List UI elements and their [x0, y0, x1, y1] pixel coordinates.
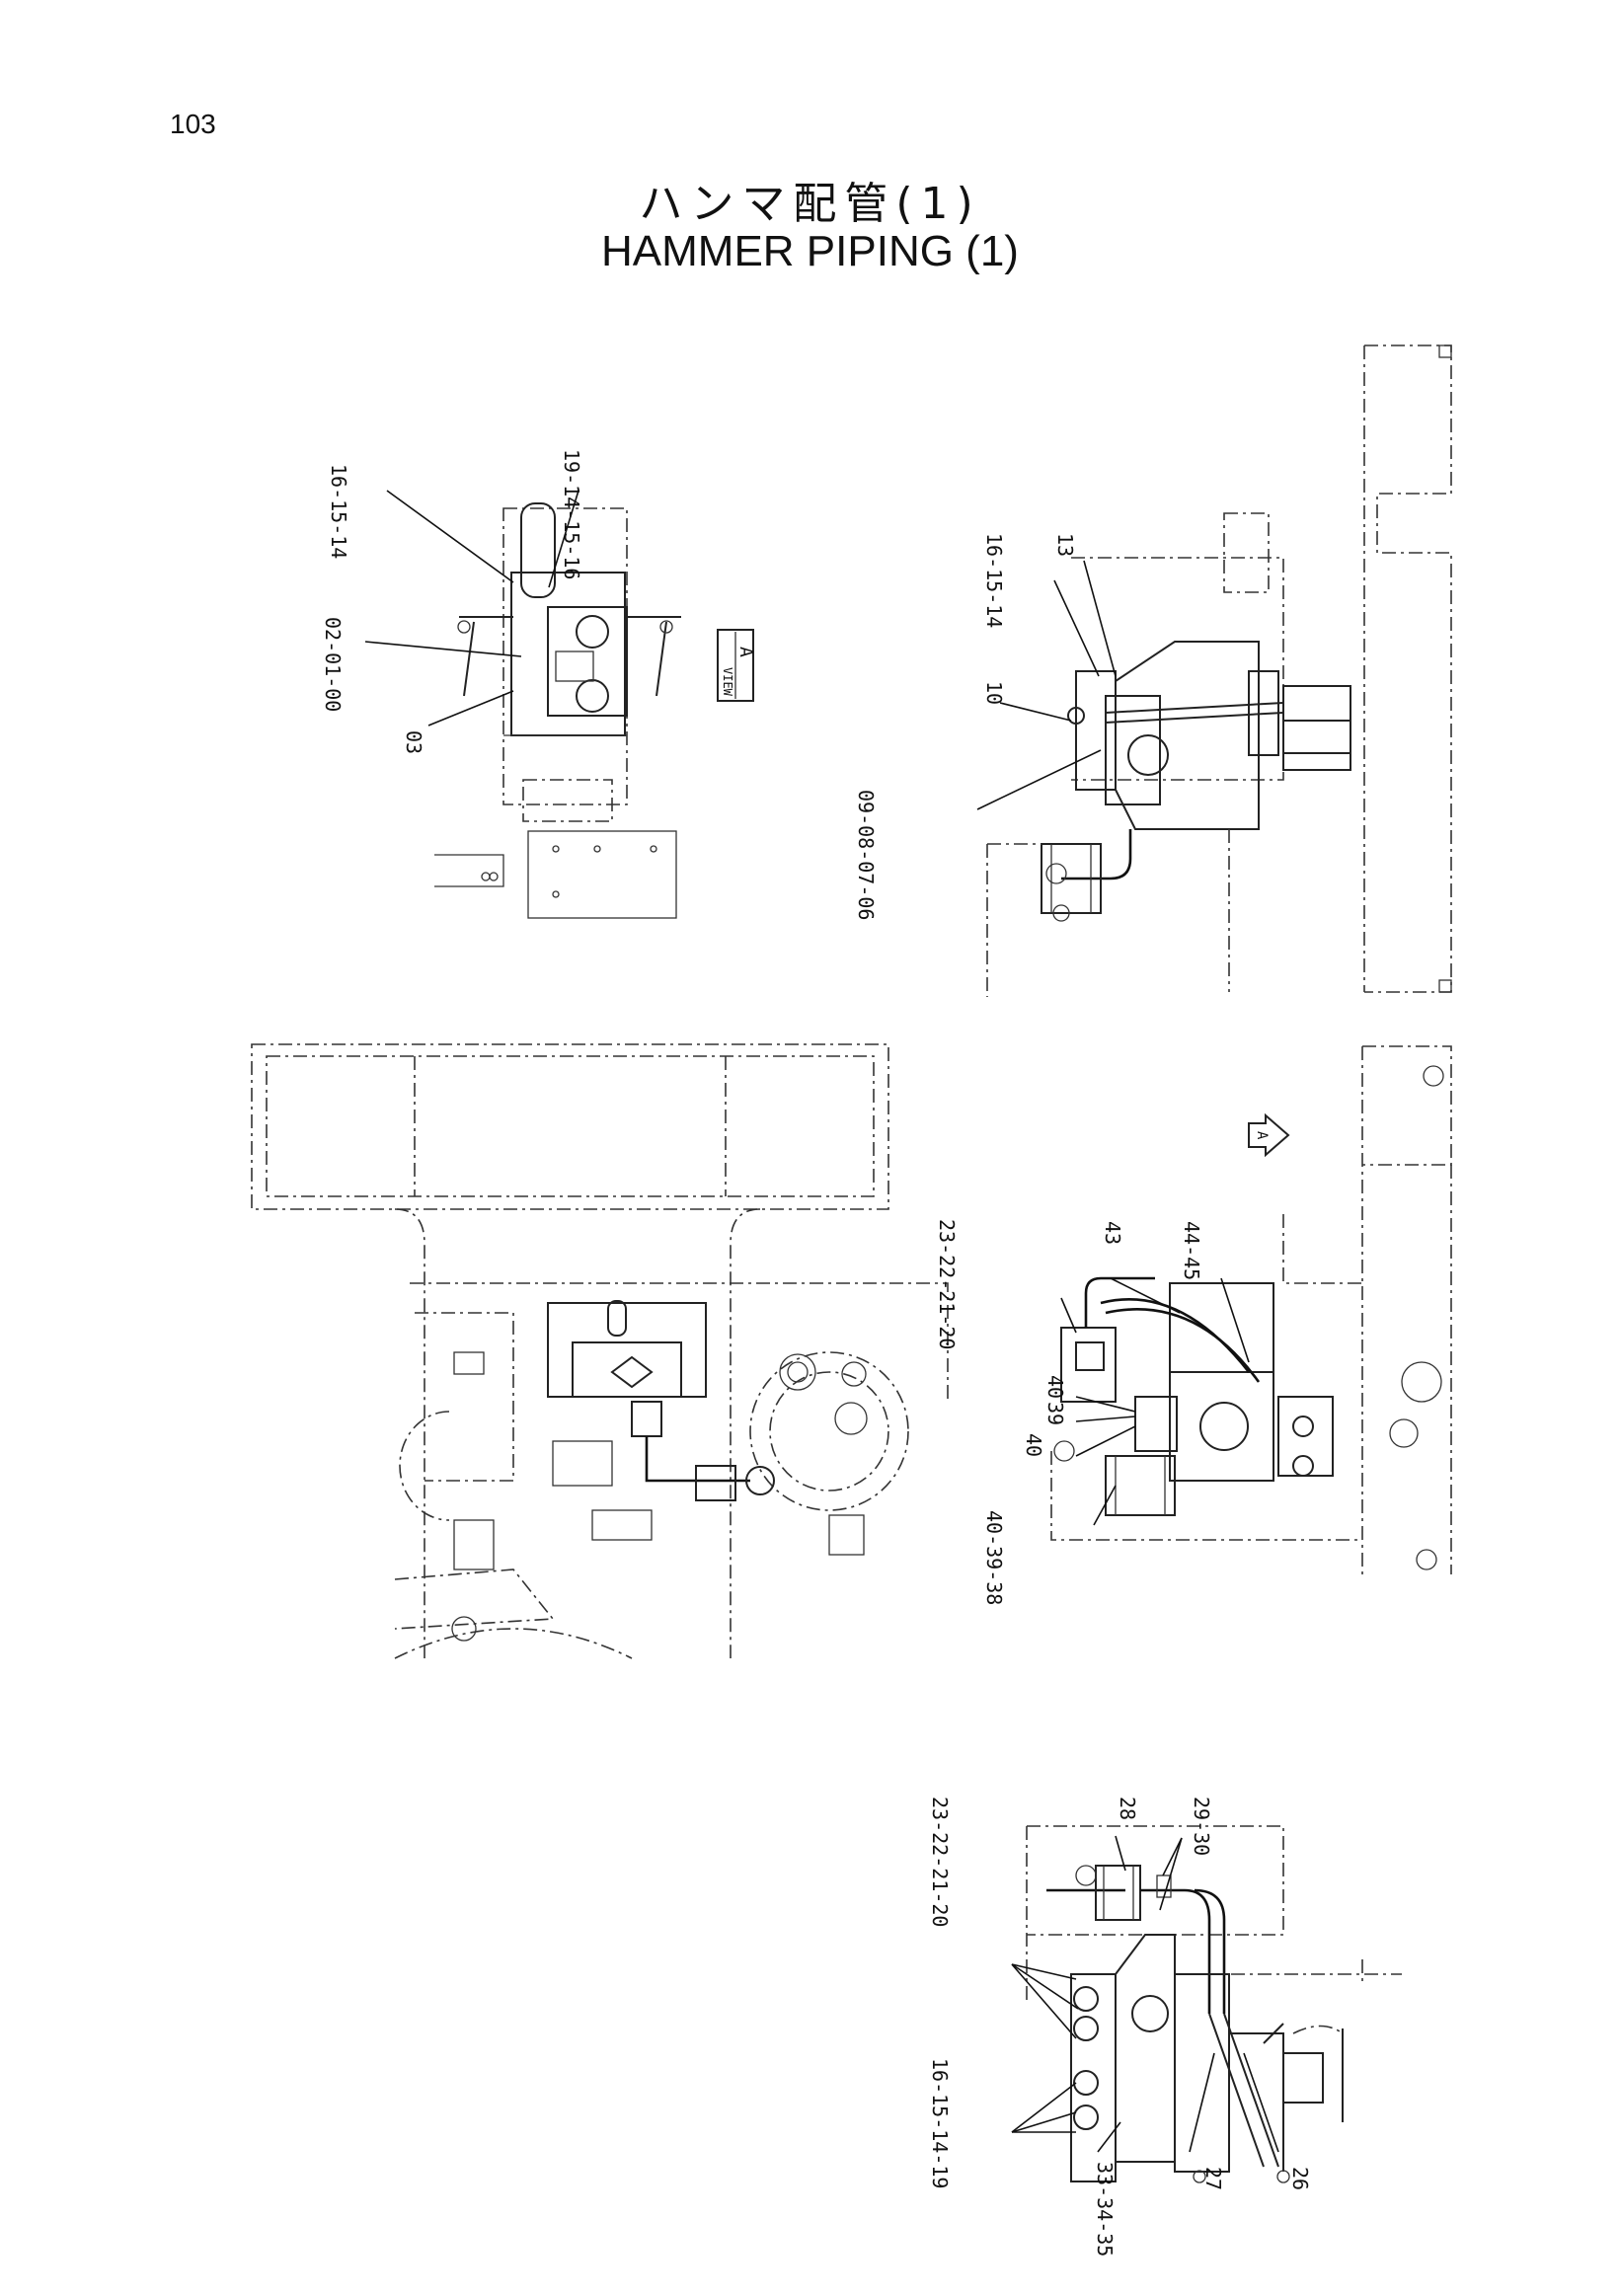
callout-label: 40-39-38 [982, 1510, 1006, 1605]
callout-label: 26 [1288, 2167, 1312, 2190]
callout-label: 16-15-14-19 [928, 2058, 952, 2188]
callout-label: 27 [1201, 2167, 1225, 2190]
callout-label: 39 [1043, 1402, 1067, 1425]
callout-label: 16-15-14 [982, 533, 1006, 628]
callout-label: 23-22-21-20 [935, 1219, 959, 1349]
page-number: 103 [170, 109, 216, 139]
callout-label: 16-15-14 [327, 464, 350, 559]
callout-label: 02-01-00 [321, 617, 345, 712]
callout-label: 03 [402, 730, 425, 754]
machine-plan-view [251, 1043, 949, 1659]
callout-label: 28 [1116, 1797, 1139, 1820]
hammer-lower-view: 28 29-30 23-22-21-20 16-15-14-19 33-34-3… [928, 1797, 1402, 2257]
view-a-arrow-icon [1248, 1112, 1290, 1158]
callout-label: 09-08-07-06 [854, 790, 878, 920]
hammer-side-view: 16-15-14 13 10 09-08-07-06 [854, 344, 1452, 997]
callout-label: 19-14-15-16 [560, 449, 583, 579]
view-a-arrow-letter: A [1254, 1131, 1270, 1140]
callout-label: 13 [1053, 533, 1077, 557]
callout-label: 29-30 [1190, 1797, 1213, 1856]
callout-label: 40 [1022, 1433, 1045, 1457]
page-title-english: HAMMER PIPING (1) [601, 227, 1019, 275]
view-a-label-box [717, 629, 754, 702]
view-a-label-letter: A [735, 647, 756, 657]
callout-label: 43 [1101, 1221, 1124, 1245]
page-title-japanese: ハンマ配管(1) [639, 179, 981, 229]
callout-label: 33-34-35 [1093, 2162, 1117, 2257]
callout-label: 10 [982, 681, 1006, 705]
view-a-label-text: VIEW [721, 667, 734, 697]
valve-top-view: 16-15-14 19-14-15-16 02-01-00 03 VIEW A [321, 449, 756, 919]
callout-label: 44-45 [1180, 1221, 1203, 1280]
hammer-front-view: A 23-22-21-20 43 44-45 40 39 40 40-39-38 [935, 1045, 1452, 1605]
callout-label: 40 [1043, 1375, 1067, 1399]
callout-label: 23-22-21-20 [928, 1797, 952, 1927]
